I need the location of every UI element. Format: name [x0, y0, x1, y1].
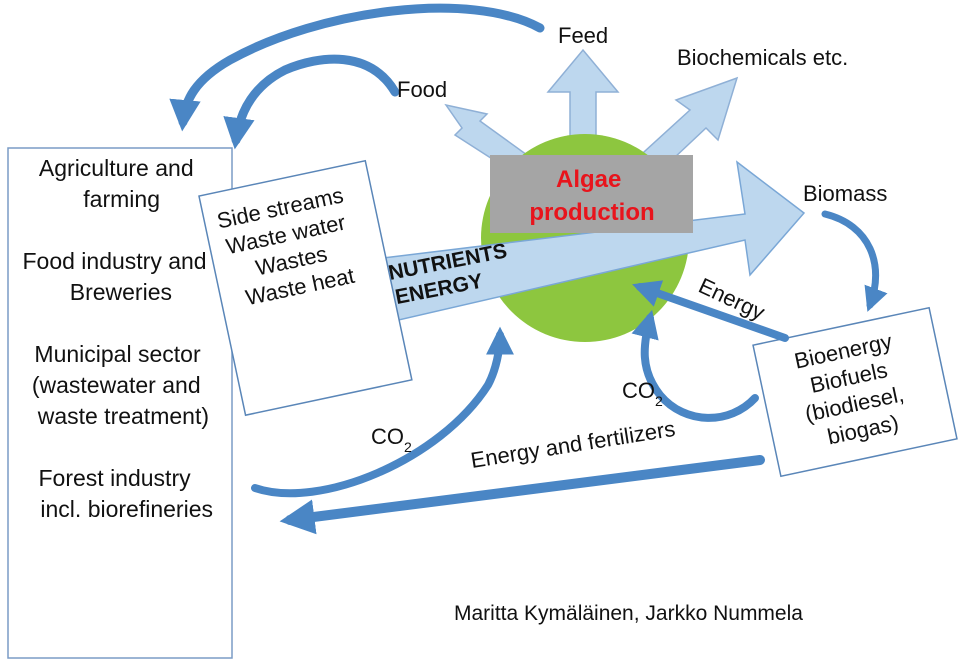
biomass-to-bioenergy-arrow — [821, 210, 888, 312]
co2-bioenergy-to-algae-arrow — [631, 309, 759, 422]
energy-fertilizers-label: Energy and fertilizers — [469, 416, 677, 473]
energy-to-algae-arrow — [632, 280, 789, 342]
forest-label: Forest industry incl. biorefineries — [39, 465, 214, 522]
co2-right-label: CO2 — [622, 378, 663, 409]
biomass-label: Biomass — [803, 181, 887, 206]
energy-fertilizers-arrow — [279, 455, 765, 535]
arc-to-sectors-outer — [169, 3, 545, 132]
arc-to-side-streams — [223, 54, 400, 150]
biochemicals-label: Biochemicals etc. — [677, 45, 848, 70]
algae-production-label: Algae production — [529, 166, 654, 226]
food-industry-label: Food industry and Breweries — [22, 248, 213, 305]
side-streams-label: Side streams Waste water Wastes Waste he… — [215, 181, 369, 313]
food-label: Food — [397, 77, 447, 102]
co2-left-label: CO2 — [371, 424, 412, 455]
credit-label: Maritta Kymäläinen, Jarkko Nummela — [454, 602, 803, 625]
algae-production-box — [490, 155, 693, 233]
co2-side-streams-to-algae-arrow — [251, 326, 514, 498]
bioenergy-box — [752, 306, 958, 478]
bioenergy-label: Bioenergy Biofuels (biodiesel, biogas) — [792, 327, 918, 453]
nutrients-energy-arrow — [382, 160, 806, 323]
sector-box — [7, 147, 233, 659]
agriculture-label: Agriculture and farming — [39, 155, 200, 212]
municipal-label: Municipal sector (wastewater and waste t… — [32, 341, 209, 429]
feed-label: Feed — [558, 23, 608, 48]
side-streams-box — [198, 159, 413, 417]
